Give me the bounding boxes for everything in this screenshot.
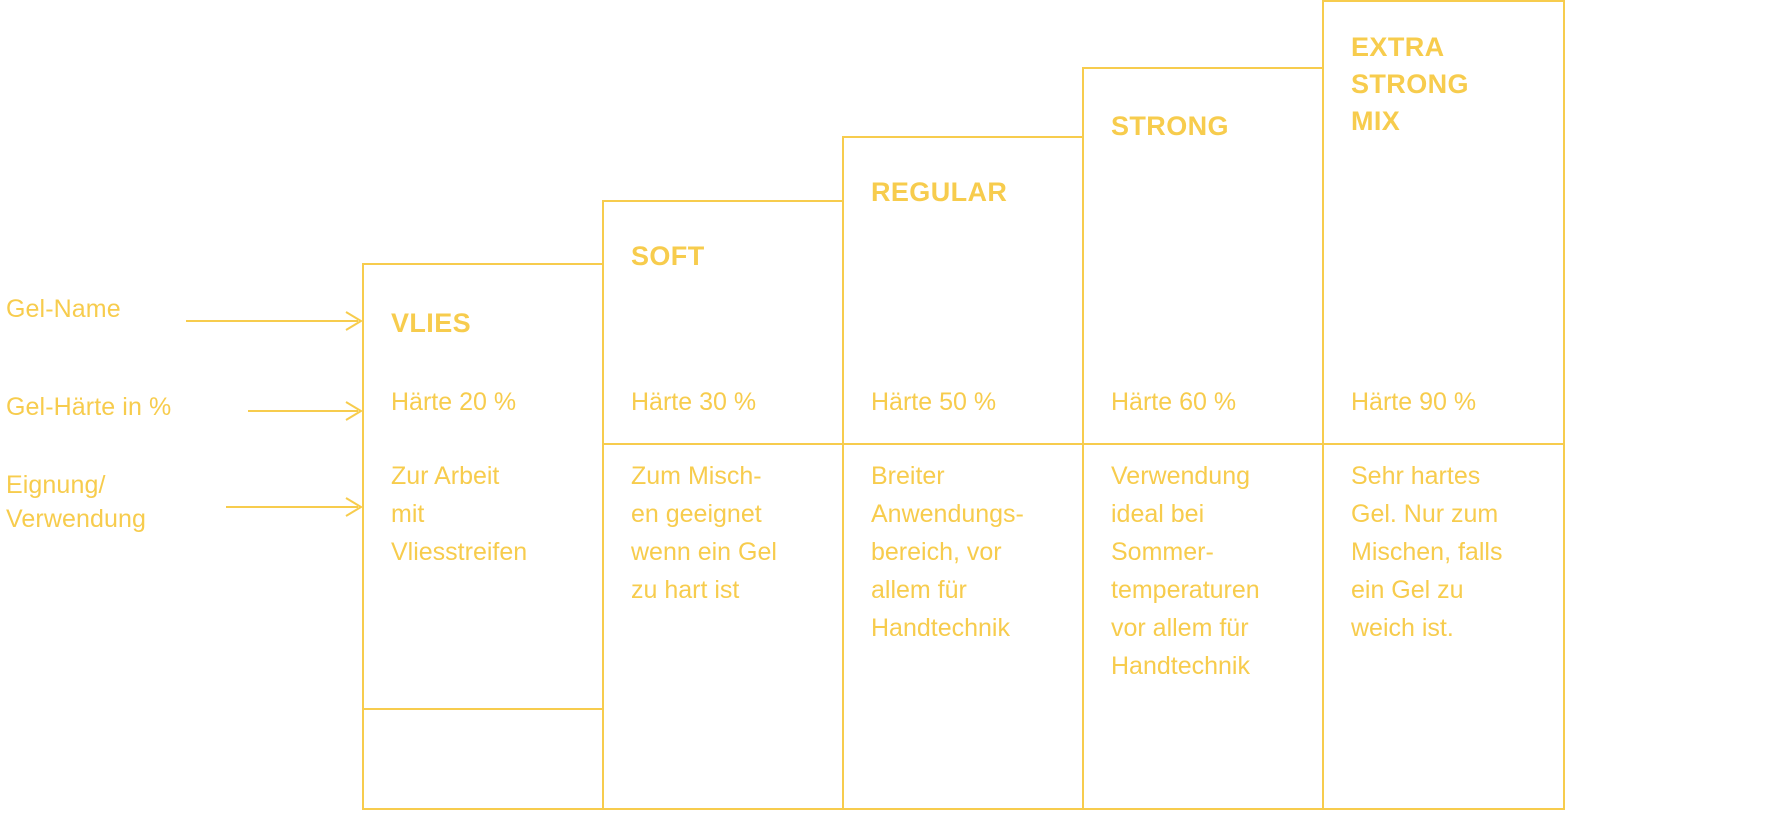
row-label-gel-name: Gel-Name [6, 295, 121, 323]
row-label-usage: Eignung/ Verwendung [6, 471, 147, 533]
column-hardness-value: Härte 50 % [871, 388, 997, 416]
arrow-right-icon-gel-name [186, 310, 364, 332]
bar-column-strong: STRONG Härte 60 % Verwendung ideal bei S… [1082, 67, 1324, 810]
column-divider [1084, 443, 1324, 445]
column-title: REGULAR [871, 177, 1008, 207]
arrow-right-icon-usage [226, 496, 364, 518]
column-description: Zum Misch- en geeignet wenn ein Gel zu h… [631, 462, 777, 604]
row-label-gel-hardness: Gel-Härte in % [6, 393, 172, 421]
bar-column-extra-strong-mix: EXTRA STRONG MIX Härte 90 % Sehr hartes … [1322, 0, 1565, 810]
column-hardness-value: Härte 30 % [631, 388, 757, 416]
column-title: SOFT [631, 241, 705, 271]
arrow-right-icon-gel-hardness [248, 400, 364, 422]
column-hardness-value: Härte 90 % [1351, 388, 1477, 416]
bar-column-soft: SOFT Härte 30 % Zum Misch- en geeignet w… [602, 200, 844, 810]
column-divider [604, 443, 844, 445]
column-description: Zur Arbeit mit Vliesstreifen [391, 462, 528, 566]
column-title: EXTRA STRONG MIX [1351, 32, 1469, 136]
column-title: VLIES [391, 308, 472, 338]
column-hardness-value: Härte 60 % [1111, 388, 1237, 416]
column-divider [1324, 443, 1563, 445]
column-divider [844, 443, 1084, 445]
column-description: Sehr hartes Gel. Nur zum Mischen, falls … [1351, 462, 1503, 642]
column-divider [364, 708, 604, 710]
bar-column-vlies: VLIES Härte 20 % Zur Arbeit mit Vliesstr… [362, 263, 604, 810]
column-title: STRONG [1111, 111, 1229, 141]
column-description: Breiter Anwendungs- bereich, vor allem f… [871, 462, 1024, 642]
column-description: Verwendung ideal bei Sommer- temperature… [1111, 462, 1260, 680]
column-hardness-value: Härte 20 % [391, 388, 517, 416]
bar-column-regular: REGULAR Härte 50 % Breiter Anwendungs- b… [842, 136, 1084, 810]
